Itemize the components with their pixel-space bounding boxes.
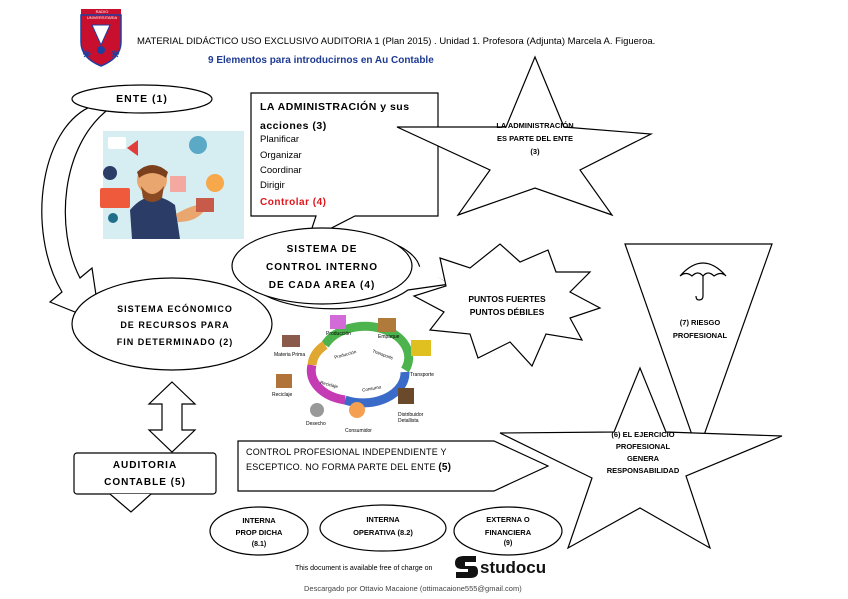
cycle-label-distribuidor: Distribuidor Detallista [398,412,424,424]
control-profesional-line-2: ESCEPTICO. NO FORMA PARTE DEL ENTE (5) [246,462,451,473]
control-interno-line-1: SISTEMA DE [286,244,358,255]
admin-action-planificar: Planificar [260,134,300,145]
puntos-burst [412,243,602,368]
marketing-illustration [100,131,244,239]
ente-oval [71,84,213,114]
admin-action-coordinar: Coordinar [260,165,302,176]
control-profesional-text: ESCEPTICO. NO FORMA PARTE DEL ENTE [246,462,436,472]
auditoria-line-2: CONTABLE (5) [104,477,186,488]
admin-action-dirigir: Dirigir [260,180,285,191]
admin-action-organizar: Organizar [260,150,302,161]
interna-prop-line-3: (8.1) [251,541,267,548]
snowflake-icon [83,50,119,58]
sistema-economico-oval [71,277,273,371]
cycle-label-desecho: Desecho [306,421,326,427]
cycle-label-reciclaje: Reciclaje [272,392,293,398]
externa-line-1: EXTERNA O [486,515,530,524]
cycle-label-materia-prima: Materia Prima [274,352,306,358]
externa-line-3: (9) [503,540,513,547]
star-admin-line-2: ES PARTE DEL ENTE [497,134,573,143]
sistema-economico-line-2: DE RECURSOS PARA [120,320,230,330]
star-admin-line-1: LA ADMINISTRACIÓN [496,121,574,130]
studocu-logo-icon [455,556,478,578]
control-profesional-arrow-box [237,440,550,492]
ejercicio-line-4: RESPONSABILIDAD [606,466,680,475]
puntos-fuertes: PUNTOS FUERTES [468,294,546,304]
riesgo-triangle [624,243,773,454]
oval-interna-operativa [319,504,447,552]
double-arrow-sistema-auditoria [147,381,197,453]
logo-text: RADIO UNIVERSITARIA [86,9,118,20]
control-interno-line-3: DE CADA AREA (4) [268,280,376,291]
oval-externa [453,506,563,556]
externa-line-2: FINANCIERA [484,528,532,537]
interna-operativa-line-2: OPERATIVA (8.2) [353,528,413,537]
footer-downloaded: Descargado por Ottavio Macaione (ottimac… [304,584,522,593]
footer-available: This document is available free of charg… [295,565,433,572]
cycle-label-consumidor: Consumidor [345,428,372,434]
footer-brand[interactable]: studocu [480,558,547,577]
interna-prop-line-2: PROP DICHA [235,528,283,537]
ejercicio-line-1: (6) EL EJERCICIO [611,430,675,439]
star-admin [396,55,654,217]
auditoria-line-1: AUDITORIA [112,460,178,471]
university-logo [80,9,122,67]
sistema-economico-line-1: SISTEMA ECÓNOMICO [117,304,233,314]
ejercicio-line-2: PROFESIONAL [615,442,671,451]
riesgo-line-1: (7) RIESGO [679,318,721,327]
sistema-economico-line-3: FIN DETERMINADO (2) [116,337,234,347]
interna-operativa-line-1: INTERNA [366,515,400,524]
ente-label: ENTE (1) [116,93,168,105]
control-profesional-num: (5) [438,462,452,473]
admin-title: LA ADMINISTRACIÓN y sus acciones (3) [260,101,410,132]
star-admin-line-3: (3) [530,147,540,156]
umbrella-icon [679,262,727,301]
cycle-label-produccion: Producción [326,331,352,337]
auditoria-down-arrow [109,493,152,513]
control-interno-line-2: CONTROL INTERNO [265,262,379,273]
ejercicio-line-3: GENERA [626,454,660,463]
admin-action-controlar: Controlar (4) [260,197,327,208]
cycle-label-transporte: Transporte [410,372,434,378]
curved-arrow-ente-to-sistema [41,103,112,323]
oval-interna-prop [209,506,309,556]
cycle-label-empaque: Empaque [378,334,400,340]
header-subtitle: 9 Elementos para introducirnos en Au Con… [208,55,434,66]
interna-prop-line-1: INTERNA [242,516,276,525]
riesgo-line-2: PROFESIONAL [672,331,728,340]
puntos-debiles: PUNTOS DÉBILES [469,307,545,317]
cycle-diagram [276,315,431,418]
header-line: MATERIAL DIDÁCTICO USO EXCLUSIVO AUDITOR… [137,36,656,47]
control-profesional-line-1: CONTROL PROFESIONAL INDEPENDIENTE Y [246,447,447,457]
ejercicio-star [499,366,783,550]
